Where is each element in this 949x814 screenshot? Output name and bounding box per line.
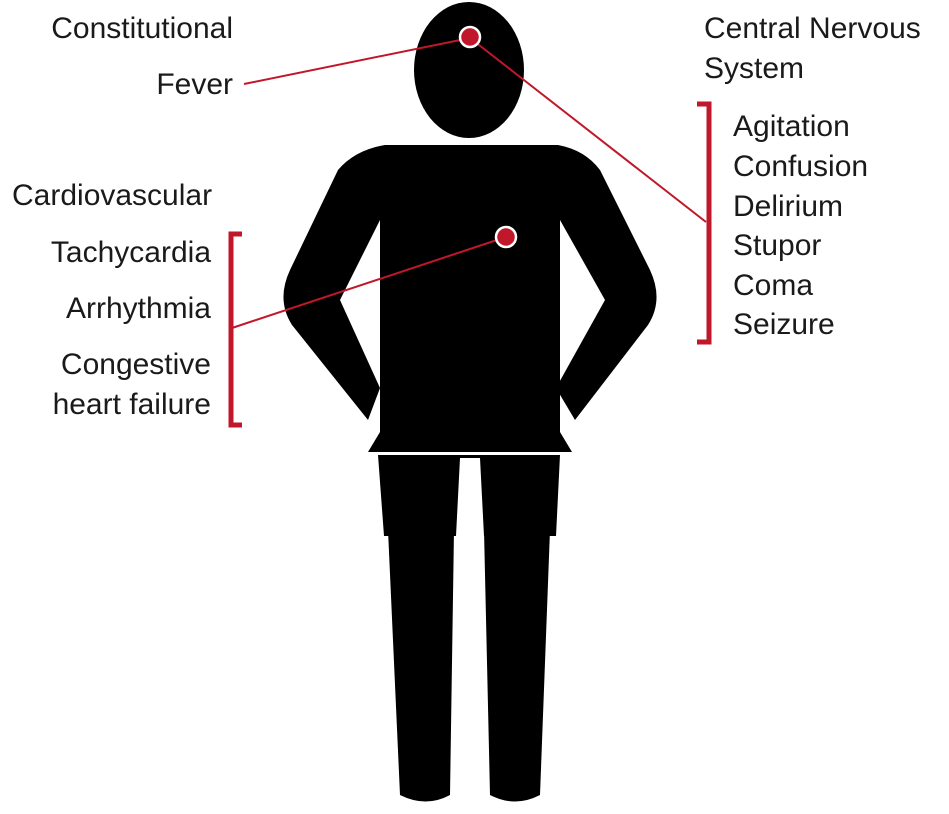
cns-heading-line2: System xyxy=(704,52,804,85)
left-leg-shape xyxy=(388,530,454,802)
shorts-shape xyxy=(378,455,560,536)
right-leg-shape xyxy=(484,530,550,802)
agitation-label: Agitation xyxy=(733,110,850,143)
head-shape xyxy=(414,2,524,138)
delirium-label: Delirium xyxy=(733,190,843,223)
constitutional-heading: Constitutional xyxy=(51,12,233,45)
fever-label: Fever xyxy=(156,68,233,101)
heart-failure-label: heart failure xyxy=(53,388,211,421)
cardiovascular-heading: Cardiovascular xyxy=(12,179,212,212)
human-figure xyxy=(283,2,656,802)
coma-label: Coma xyxy=(733,269,813,302)
tachycardia-label: Tachycardia xyxy=(51,236,211,269)
heart-marker xyxy=(496,227,516,247)
arrhythmia-label: Arrhythmia xyxy=(66,292,211,325)
head-marker xyxy=(460,27,480,47)
congestive-label: Congestive xyxy=(61,348,211,381)
stupor-label: Stupor xyxy=(733,229,821,262)
cns-heading-line1: Central Nervous xyxy=(704,12,921,45)
confusion-label: Confusion xyxy=(733,150,868,183)
seizure-label: Seizure xyxy=(733,308,835,341)
cns-bracket xyxy=(697,104,709,342)
torso-shape xyxy=(283,145,656,452)
cardiovascular-bracket xyxy=(231,234,242,425)
